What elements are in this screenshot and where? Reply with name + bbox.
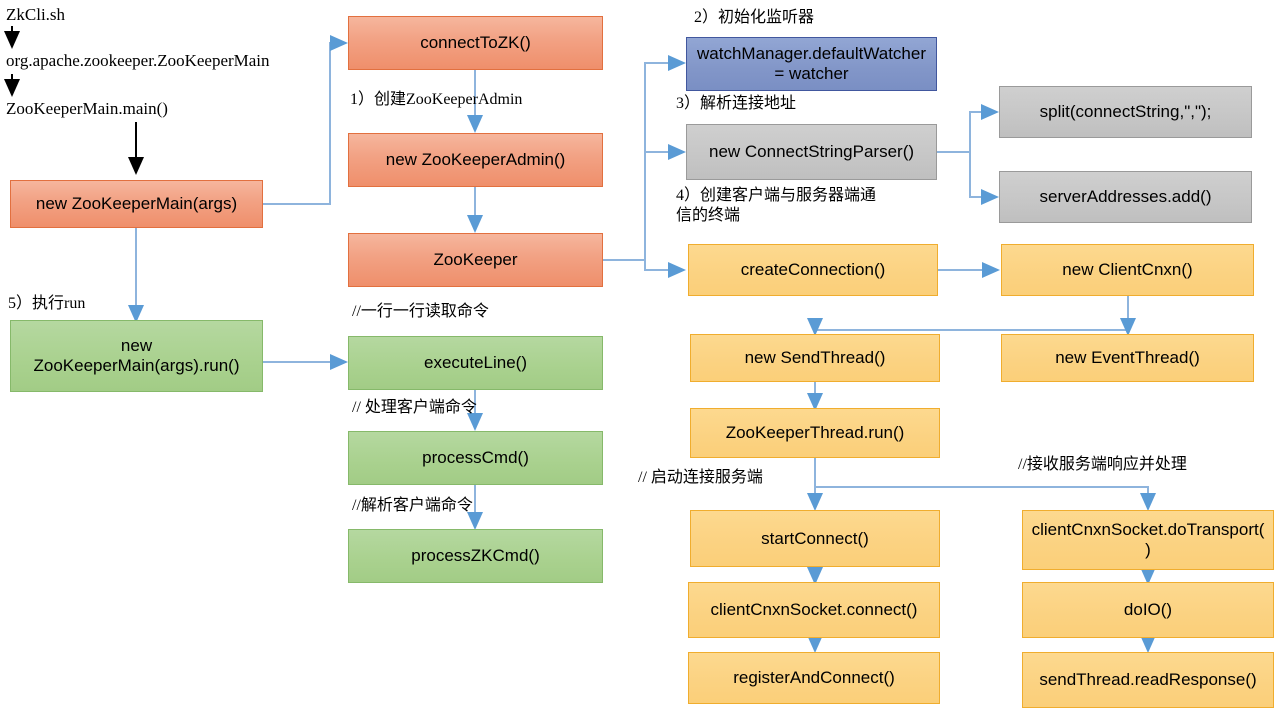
note-receive-server-response: //接收服务端响应并处理 bbox=[1018, 456, 1187, 473]
box-start-connect[interactable]: startConnect() bbox=[690, 510, 940, 567]
note-step1-create-zookeeperadmin: 1）创建ZooKeeperAdmin bbox=[350, 91, 523, 108]
arrow-clientcnxn-to-sendthread bbox=[807, 318, 1128, 336]
box-do-io[interactable]: doIO() bbox=[1022, 582, 1274, 638]
box-new-zookeeperadmin[interactable]: new ZooKeeperAdmin() bbox=[348, 133, 603, 187]
note-step3-parse-connect-address: 3）解析连接地址 bbox=[676, 95, 797, 112]
box-clientcnxnsocket-connect[interactable]: clientCnxnSocket.connect() bbox=[688, 582, 940, 638]
note-read-command-line-by-line: //一行一行读取命令 bbox=[352, 303, 489, 320]
note-step4-create-client-server-endpoint: 4）创建客户端与服务器端通 信的终端 bbox=[676, 187, 877, 224]
box-process-cmd[interactable]: processCmd() bbox=[348, 431, 603, 485]
arrow-zkthreadrun-to-dotransport bbox=[815, 486, 1156, 511]
box-execute-line[interactable]: executeLine() bbox=[348, 336, 603, 390]
box-new-zookeepermain-args-run[interactable]: new ZooKeeperMain(args).run() bbox=[10, 320, 263, 392]
note-step5-run: 5）执行run bbox=[8, 295, 86, 312]
arrow-zookeeper-to-watchmanager bbox=[644, 55, 686, 260]
box-watchmanager-defaultwatcher[interactable]: watchManager.defaultWatcher = watcher bbox=[686, 37, 937, 91]
box-new-eventthread[interactable]: new EventThread() bbox=[1001, 334, 1254, 382]
note-start-connect-server: // 启动连接服务端 bbox=[638, 469, 763, 486]
arrow-zookeeper-to-createconnection bbox=[644, 260, 686, 278]
note-parse-client-command: //解析客户端命令 bbox=[352, 497, 473, 514]
box-serveraddresses-add[interactable]: serverAddresses.add() bbox=[999, 171, 1252, 223]
box-connect-to-zk[interactable]: connectToZK() bbox=[348, 16, 603, 70]
box-process-zkcmd[interactable]: processZKCmd() bbox=[348, 529, 603, 583]
box-new-zookeepermain-args[interactable]: new ZooKeeperMain(args) bbox=[10, 180, 263, 228]
box-new-sendthread[interactable]: new SendThread() bbox=[690, 334, 940, 382]
box-new-clientcnxn[interactable]: new ClientCnxn() bbox=[1001, 244, 1254, 296]
box-new-connectstringparser[interactable]: new ConnectStringParser() bbox=[686, 124, 937, 180]
arrow-parser-to-serveraddresses bbox=[969, 152, 999, 205]
arrow-newmain-to-connecttozk bbox=[263, 35, 348, 205]
entry-label-zookeepermain-class: org.apache.zookeeper.ZooKeeperMain bbox=[6, 51, 270, 70]
box-sendthread-readresponse[interactable]: sendThread.readResponse() bbox=[1022, 652, 1274, 708]
box-zookeeper[interactable]: ZooKeeper bbox=[348, 233, 603, 287]
entry-label-zookeepermain-main: ZooKeeperMain.main() bbox=[6, 99, 168, 118]
box-split-connectstring[interactable]: split(connectString,","); bbox=[999, 86, 1252, 138]
box-create-connection[interactable]: createConnection() bbox=[688, 244, 938, 296]
note-step2-init-watcher: 2）初始化监听器 bbox=[694, 9, 815, 26]
note-process-client-command: // 处理客户端命令 bbox=[352, 399, 477, 416]
arrow-parser-to-split bbox=[969, 104, 999, 152]
box-clientcnxnsocket-dotransport[interactable]: clientCnxnSocket.doTransport() bbox=[1022, 510, 1274, 570]
entry-label-zkcli: ZkCli.sh bbox=[6, 5, 66, 24]
box-register-and-connect[interactable]: registerAndConnect() bbox=[688, 652, 940, 704]
box-zookeeperthread-run[interactable]: ZooKeeperThread.run() bbox=[690, 408, 940, 458]
